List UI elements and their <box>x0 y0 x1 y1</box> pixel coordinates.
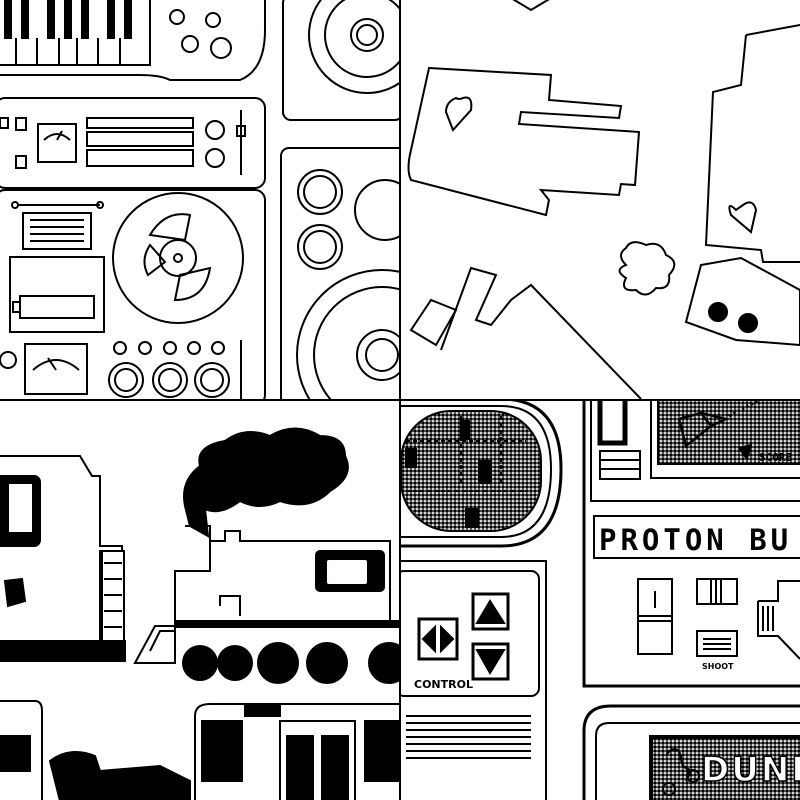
handheld-bottom: DUNE <box>582 704 800 800</box>
joystick-pad[interactable] <box>757 580 800 660</box>
smoke-puff <box>618 241 676 296</box>
trains-drawing <box>0 427 399 800</box>
down-button[interactable] <box>471 642 510 681</box>
heart-icon <box>728 201 758 234</box>
subway-car <box>0 700 399 800</box>
panel-robots <box>401 0 800 399</box>
smoke-cloud <box>183 427 349 538</box>
dune-title: DUNE <box>701 750 800 790</box>
robot-head <box>684 256 800 347</box>
electronics-drawing <box>0 0 399 399</box>
mixer-panel <box>0 97 266 189</box>
panel-trains <box>0 401 399 800</box>
handheld-right: SCORE PROTON BU SHOOT <box>582 401 800 688</box>
shoot-label: SHOOT <box>702 662 734 671</box>
score-label: SCORE <box>759 451 792 464</box>
panel-electronics <box>0 0 399 399</box>
dpad-button[interactable] <box>417 617 459 661</box>
control-label: CONTROL <box>414 678 473 691</box>
game-title: PROTON BU <box>599 523 792 557</box>
speaker-top <box>282 0 399 121</box>
robots-drawing <box>407 0 800 399</box>
speaker-bottom <box>280 147 399 399</box>
arcade-drawing: CONTROL SCORE PROTON BU S <box>401 401 800 800</box>
robot-body-right <box>684 24 800 347</box>
tape-deck <box>0 189 266 399</box>
robot-body-bottom <box>409 266 642 399</box>
up-button[interactable] <box>471 592 510 631</box>
steam-locomotive <box>133 525 399 684</box>
heart-icon <box>444 96 473 132</box>
train-car <box>0 455 126 662</box>
shoot-button[interactable] <box>696 630 738 657</box>
robot-body-left <box>407 66 641 217</box>
panel-arcade: CONTROL SCORE PROTON BU S <box>401 401 800 800</box>
horizontal-divider <box>0 399 800 401</box>
synth-body <box>0 0 266 81</box>
handheld-left <box>401 401 563 800</box>
keyboard <box>0 0 151 66</box>
